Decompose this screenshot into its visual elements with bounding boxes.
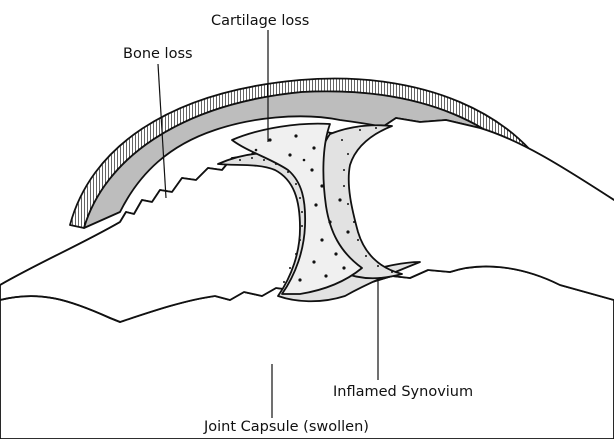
cartilage-loss-label: Cartilage loss <box>211 13 309 29</box>
bone-loss-label: Bone loss <box>123 46 193 62</box>
joint-capsule-label: Joint Capsule (swollen) <box>203 419 369 435</box>
inflamed-synovium-label: Inflamed Synovium <box>333 384 473 400</box>
